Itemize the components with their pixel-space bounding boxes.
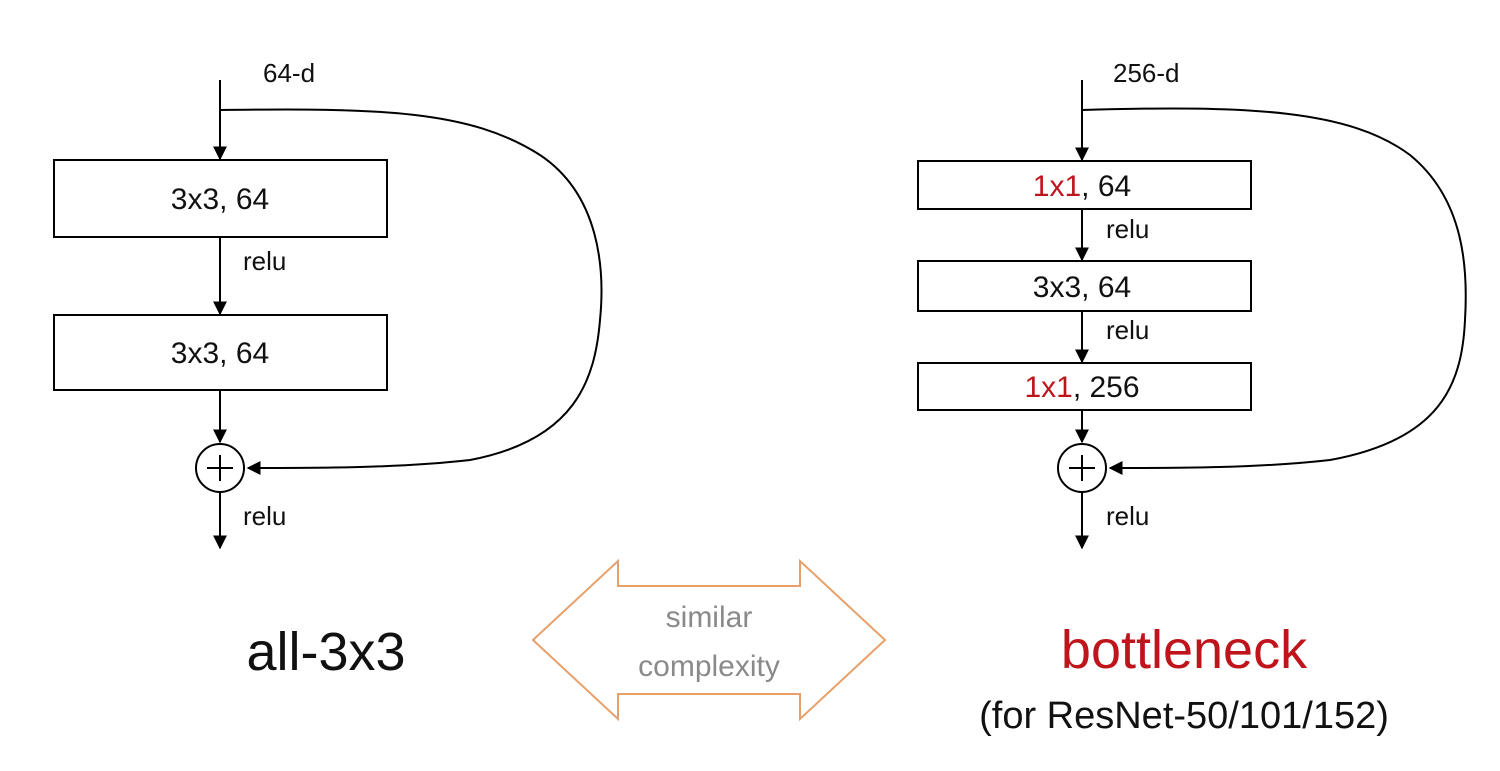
similar-label: similar: [666, 601, 753, 634]
left-residual-block: 64-d 3x3, 64 relu 3x3, 64 relu all-3x3: [53, 58, 603, 682]
right-caption: bottleneck: [1061, 620, 1308, 680]
right-skip-connection: [1081, 107, 1467, 475]
left-relu1-label: relu: [243, 246, 286, 276]
right-residual-block: 256-d 1x1, 64 relu 3x3, 64 relu 1x1, 256…: [917, 58, 1467, 737]
right-layer1-label: 1x1, 64: [1033, 170, 1131, 203]
left-relu-out-label: relu: [243, 501, 286, 531]
left-input-label: 64-d: [263, 58, 315, 88]
left-layer1-label: 3x3, 64: [171, 183, 269, 216]
left-skip-connection: [219, 108, 603, 475]
left-caption: all-3x3: [246, 622, 405, 682]
left-layer2-box: [53, 314, 388, 391]
complexity-label: complexity: [638, 650, 780, 683]
right-input-label: 256-d: [1113, 58, 1180, 88]
left-layer2-label: 3x3, 64: [171, 337, 269, 370]
right-relu2-label: relu: [1106, 315, 1149, 345]
right-relu-out-label: relu: [1106, 501, 1149, 531]
right-layer2-box: [917, 260, 1252, 312]
right-layer3-label: 1x1, 256: [1024, 371, 1139, 404]
right-relu1-label: relu: [1106, 214, 1149, 244]
right-layer2-label: 3x3, 64: [1033, 271, 1131, 304]
right-layer1-box: [917, 160, 1252, 210]
right-sum-node: [1057, 443, 1107, 493]
right-layer3-box: [917, 362, 1252, 411]
left-sum-node: [195, 443, 245, 493]
double-arrow-icon: [531, 558, 887, 722]
right-subcaption: (for ResNet-50/101/152): [979, 695, 1389, 737]
similar-complexity-arrow: similar complexity: [531, 558, 887, 722]
